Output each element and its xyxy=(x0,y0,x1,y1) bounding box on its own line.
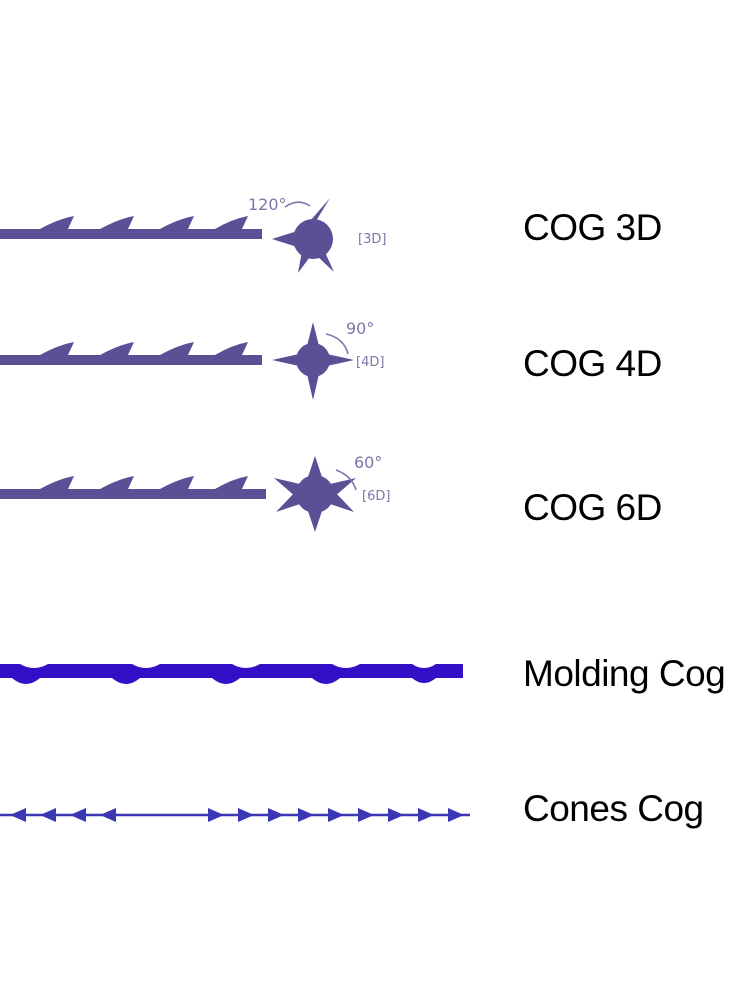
cog-4d-angle: 90° xyxy=(346,319,374,338)
cog-4d-barbs xyxy=(40,342,248,355)
cog-3d-cross-section xyxy=(272,198,334,273)
label-cones-cog: Cones Cog xyxy=(523,788,704,829)
cog-3d-barbs xyxy=(40,216,248,229)
cog-3d-angle: 120° xyxy=(248,195,287,214)
cog-6d-thread xyxy=(0,476,266,499)
cog-6d-cross-section xyxy=(274,456,356,532)
label-cog-4d: COG 4D xyxy=(523,343,662,384)
cog-3d-rotation-arrow xyxy=(284,201,311,208)
label-cog-3d: COG 3D xyxy=(523,207,662,248)
molding-cog-body xyxy=(0,664,463,684)
cog-4d-cross-section xyxy=(272,322,354,400)
label-cog-6d: COG 6D xyxy=(523,487,662,528)
molding-cog-thread xyxy=(0,664,463,684)
cog-4d-thread xyxy=(0,342,262,365)
cones-cog-cones xyxy=(10,808,464,822)
cog-3d-type: [3D] xyxy=(358,232,386,247)
cog-4d-type: [4D] xyxy=(356,355,384,370)
cog-6d-rotation-arrow xyxy=(335,469,357,491)
cog-4d-rotation-arrow xyxy=(325,333,349,355)
cog-6d-type: [6D] xyxy=(362,489,390,504)
cog-6d-thread-body xyxy=(0,489,266,499)
cog-6d-angle: 60° xyxy=(354,453,382,472)
cog-4d-thread-body xyxy=(0,355,262,365)
cog-3d-thread-body xyxy=(0,229,262,239)
cog-3d-thread xyxy=(0,216,262,239)
label-molding-cog: Molding Cog xyxy=(523,653,726,694)
cog-6d-barbs xyxy=(40,476,248,489)
cones-cog-thread xyxy=(0,808,470,822)
